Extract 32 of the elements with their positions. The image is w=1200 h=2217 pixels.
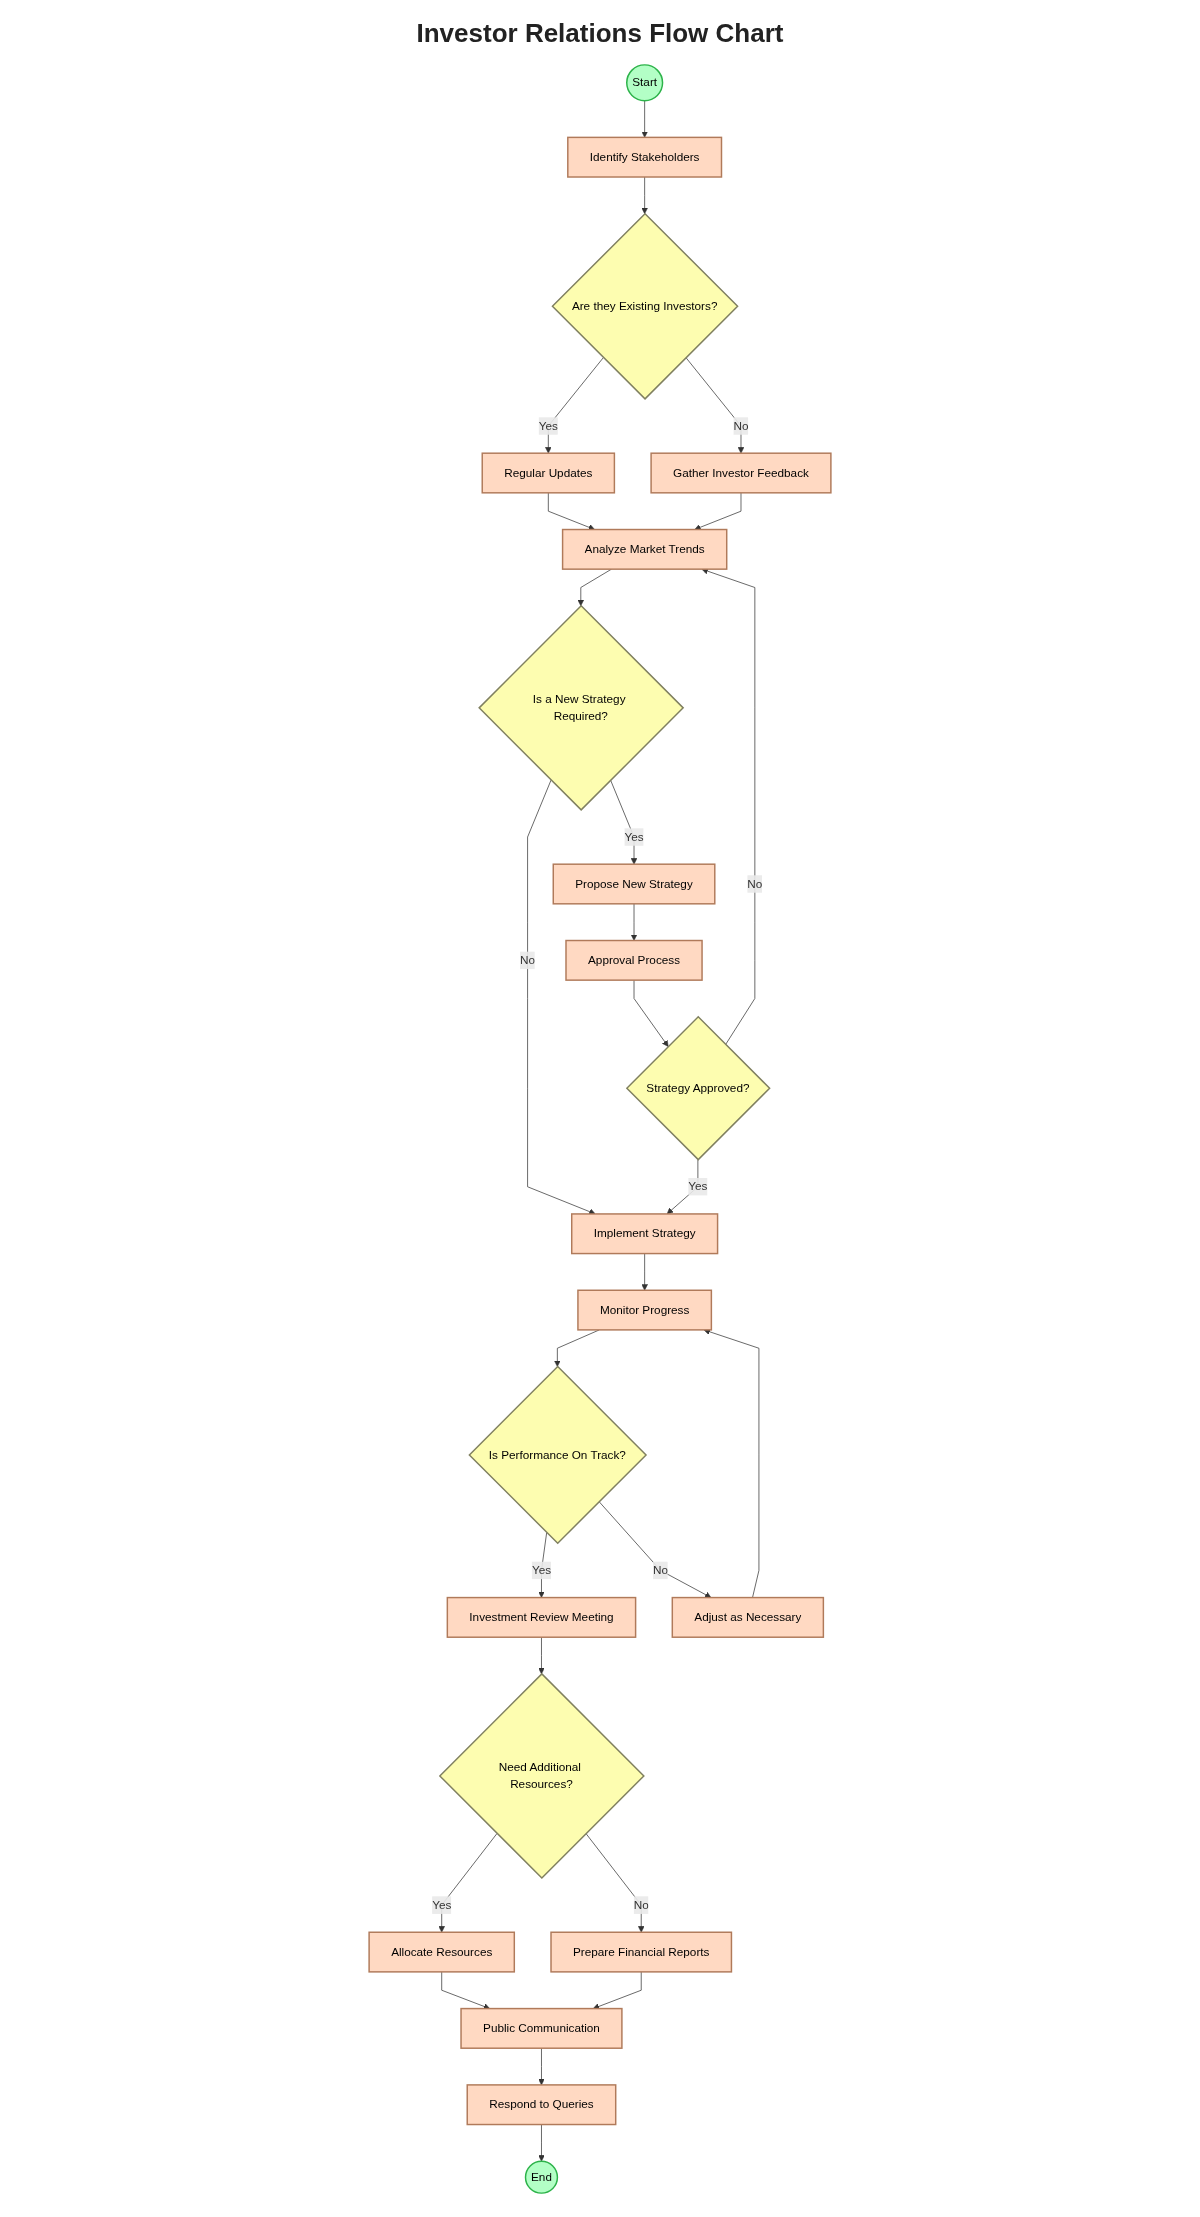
node-box: Monitor Progress (577, 1289, 713, 1331)
node-box: Identify Stakeholders (567, 136, 723, 178)
node-circle: Start (626, 64, 664, 102)
edge-label: No (520, 953, 536, 967)
node-diamond: Is a New Strategy Required? (478, 604, 685, 811)
node-box: Investment Review Meeting (446, 1596, 637, 1638)
edge-label: Yes (688, 1180, 708, 1193)
node-box: Analyze Market Trends (561, 528, 728, 570)
edge-label: Yes (624, 830, 644, 843)
diagram-title: Investor Relations Flow Chart (415, 18, 785, 49)
node-box: Adjust as Necessary (671, 1596, 825, 1638)
edge-label: Yes (538, 419, 558, 432)
node-box: Prepare Financial Reports (550, 1931, 733, 1973)
node-box: Approval Process (565, 939, 703, 981)
edge-label: Yes (531, 1563, 552, 1577)
node-box: Respond to Queries (466, 2084, 617, 2126)
node-box: Public Communication (460, 2007, 623, 2049)
node-box: Allocate Resources (368, 1931, 516, 1973)
node-diamond: Need Additional Resources? (438, 1672, 645, 1879)
edge-label: Yes (432, 1898, 452, 1911)
node-diamond: Are they Existing Investors? (551, 212, 739, 400)
node-diamond: Is Performance On Track? (468, 1365, 648, 1545)
edge-label: No (633, 1898, 649, 1911)
node-box: Propose New Strategy (552, 863, 716, 905)
edge-label: No (733, 419, 749, 432)
node-box: Implement Strategy (571, 1213, 719, 1255)
edge-label: No (747, 877, 763, 890)
edge-label: No (653, 1563, 669, 1577)
node-diamond: Strategy Approved? (625, 1015, 771, 1161)
node-box: Gather Investor Feedback (650, 452, 832, 494)
node-box: Regular Updates (481, 452, 616, 494)
node-circle: End (524, 2160, 559, 2194)
